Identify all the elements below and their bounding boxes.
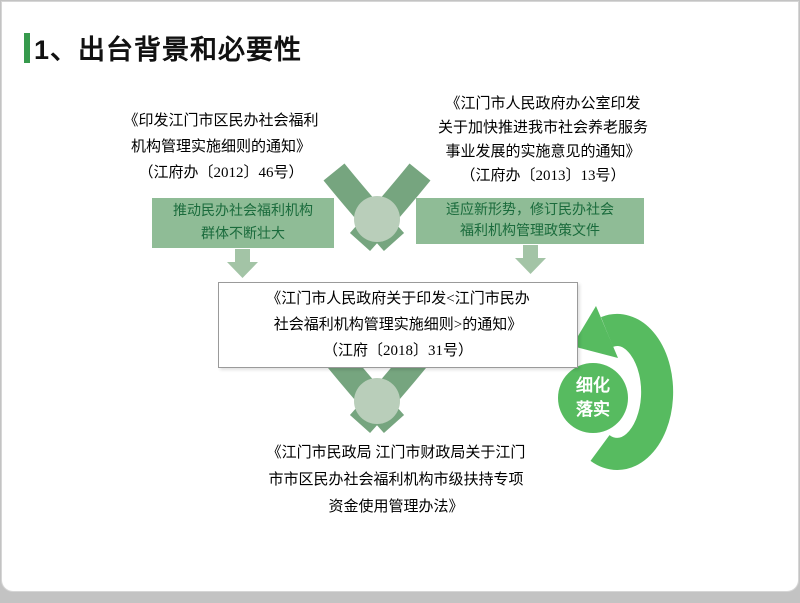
doc-line: 关于加快推进我市社会养老服务: [437, 120, 648, 136]
slide: 1、出台背景和必要性 《印发江门市区民办社会福利 机构管理实施细则的通知》 （江…: [1, 1, 799, 592]
doc-middle-box: 《江门市人民政府关于印发<江门市民办 社会福利机构管理实施细则>的通知》 （江府…: [218, 282, 578, 368]
label-line: 适应新形势，修订民办社会: [446, 203, 614, 218]
doc-line: （江府办〔2013〕13号）: [460, 168, 626, 184]
doc-line: （江府办〔2012〕46号）: [138, 165, 304, 181]
label-left: 推动民办社会福利机构 群体不断壮大: [152, 198, 334, 248]
doc-line: 市市区民办社会福利机构市级扶持专项: [268, 472, 524, 488]
ball-middle-icon: [354, 378, 400, 424]
doc-bottom: 《江门市民政局 江门市财政局关于江门 市市区民办社会福利机构市级扶持专项 资金使…: [200, 440, 592, 521]
page-title: 1、出台背景和必要性: [34, 35, 303, 65]
doc-line: 《印发江门市区民办社会福利: [123, 113, 319, 129]
label-right: 适应新形势，修订民办社会 福利机构管理政策文件: [416, 198, 644, 244]
down-arrow-left-icon: [227, 249, 258, 278]
down-arrow-right-icon: [515, 245, 546, 274]
doc-top-left: 《印发江门市区民办社会福利 机构管理实施细则的通知》 （江府办〔2012〕46号…: [90, 108, 352, 186]
doc-line: 社会福利机构管理实施细则>的通知》: [273, 317, 523, 333]
label-line: 福利机构管理政策文件: [460, 224, 600, 239]
doc-line: 事业发展的实施意见的通知》: [445, 144, 641, 160]
cycle-label-line: 落实: [576, 400, 610, 419]
doc-line: （江府〔2018〕31号）: [322, 343, 473, 359]
label-line: 推动民办社会福利机构: [173, 204, 313, 219]
doc-line: 机构管理实施细则的通知》: [130, 139, 311, 155]
title-accent-bar: [24, 33, 30, 63]
doc-line: 资金使用管理办法》: [328, 499, 464, 515]
doc-top-right: 《江门市人民政府办公室印发 关于加快推进我市社会养老服务 事业发展的实施意见的通…: [407, 92, 679, 188]
doc-line: 《江门市人民政府关于印发<江门市民办: [266, 291, 530, 307]
label-line: 群体不断壮大: [201, 227, 285, 242]
doc-line: 《江门市人民政府办公室印发: [445, 96, 641, 112]
ball-top-icon: [354, 196, 400, 242]
cycle-label: 细化 落实: [563, 374, 623, 422]
doc-line: 《江门市民政局 江门市财政局关于江门: [266, 445, 526, 461]
cycle-label-line: 细化: [576, 376, 610, 395]
